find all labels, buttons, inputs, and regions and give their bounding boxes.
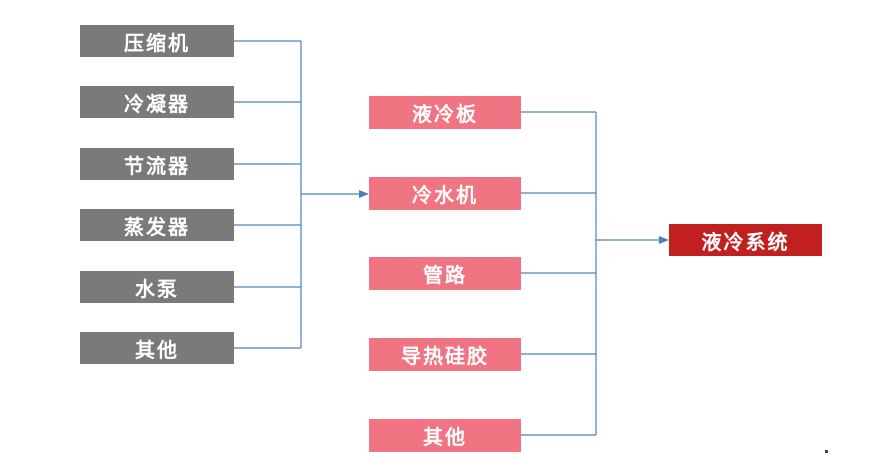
component-other: 其他 xyxy=(80,332,234,364)
component-compressor: 压缩机 xyxy=(80,25,234,57)
system-liquid-cooling: 液冷系统 xyxy=(669,224,822,256)
component-evaporator: 蒸发器 xyxy=(80,209,234,241)
subsystem-chiller: 冷水机 xyxy=(369,177,521,210)
subsystem-cold-plate: 液冷板 xyxy=(369,96,521,129)
component-pump: 水泵 xyxy=(80,271,234,303)
component-condenser: 冷凝器 xyxy=(80,86,234,118)
subsystem-piping: 管路 xyxy=(369,257,521,290)
decorative-dot xyxy=(825,450,828,453)
subsystem-thermal-silicone: 导热硅胶 xyxy=(369,338,521,371)
component-throttle: 节流器 xyxy=(80,148,234,180)
subsystem-other: 其他 xyxy=(369,419,521,452)
